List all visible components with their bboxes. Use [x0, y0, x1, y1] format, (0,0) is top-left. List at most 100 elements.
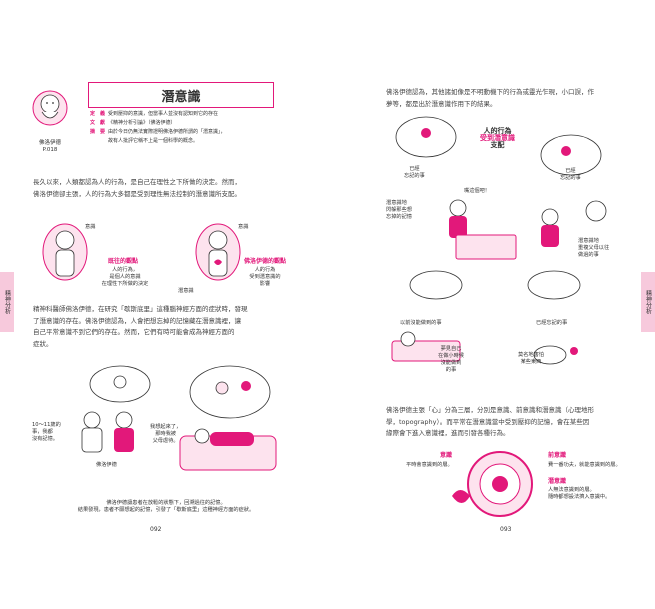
definition-row: 定 義受到壓抑的意識，但當事人並沒有認知到它的存在: [90, 110, 274, 119]
label-freud-view: 佛洛伊德的觀點: [243, 258, 286, 265]
profile-page-ref: P.018: [42, 147, 58, 153]
forgot-right: 已經 忘記的事: [560, 168, 581, 182]
old-view-desc: 人的行為， 是個人的意識 在理性下所做的決定: [80, 267, 170, 288]
paragraph-line: 學，topography）。而平常在潛意識當中受到壓抑的記憶，會在某些因: [386, 417, 590, 426]
dream-left-label: 以前沒能做到的事: [400, 320, 442, 326]
text-line: 忘記的事: [404, 173, 425, 179]
label-unconscious-layer: 潛意識: [548, 478, 567, 485]
label-preconscious-layer: 前意識: [548, 452, 567, 459]
text-line: 的事: [445, 367, 457, 373]
text-line: 父母虐待。: [152, 438, 179, 444]
right-page: 精神分析 佛洛伊德認為，其他諸如像是不明動機下的行為或靈光乍現，小口誤，作 夢等…: [330, 0, 655, 609]
text-line: 已經: [409, 166, 420, 172]
freud-view-desc: 人的行為 受到潛意識的 影響: [232, 267, 298, 288]
text-line: 我想起來了，: [150, 424, 182, 430]
text-line: 隨時都想設法擠入意識中。: [548, 494, 611, 500]
paragraph-line: 佛洛伊德認為，其他諸如像是不明動機下的行為或靈光乍現，小口誤，作: [386, 88, 594, 96]
text-line: 忘掉的記憶: [386, 214, 412, 220]
paragraph-line: 症狀。: [33, 339, 53, 348]
profile-name-text: 佛洛伊德: [38, 140, 61, 146]
text-line: 已經: [565, 168, 576, 174]
side-tab-left: 精神分析: [0, 272, 14, 332]
definition-block: 定 義受到壓抑的意識，但當事人並沒有認知到它的存在 文 獻《精神分析引論》（佛洛…: [90, 110, 274, 146]
avoid-memory-text: 潛意識地 閃躲那些想 忘掉的記憶: [386, 200, 412, 221]
text-line: 人無法意識到的層。: [548, 487, 595, 493]
text-line: 潛意識地: [578, 238, 599, 244]
text-line: 沒能做到: [440, 360, 462, 366]
preconscious-desc: 費一番功夫，就能意識到的層。: [548, 462, 621, 468]
text-line: 重複父母以往: [578, 245, 610, 251]
definition-text: 受到壓抑的意識，但當事人並沒有認知到它的存在: [108, 111, 219, 117]
text-line: 10～11歲的: [32, 422, 61, 428]
desc-line: 人的行為: [254, 267, 276, 273]
forgot-left: 已經 忘記的事: [404, 166, 425, 180]
desc-line: 在理性下所做的決定: [101, 281, 149, 287]
freud-portrait-icon: [32, 90, 68, 126]
text-line: 莫名地害怕: [518, 352, 544, 358]
label-old-view: 既往的觀點: [107, 258, 138, 265]
speech-bubble: 嘴這個吧！: [464, 188, 490, 194]
text-line: 做過的事: [578, 252, 599, 258]
behavior-paragraph: 佛洛伊德認為，其他諸如像是不明動機下的行為或靈光乍現，小口誤，作 夢等，都是出於…: [386, 87, 646, 110]
behavior-heading: 人的行為 受到潛意識 支配: [480, 128, 515, 149]
fear-text: 莫名地害怕 某些東西: [518, 352, 544, 366]
unconscious-desc: 人無法意識到的層。 隨時都想設法擠入意識中。: [548, 487, 610, 501]
definition-label: 摘 要: [90, 129, 106, 135]
topography-paragraph: 佛洛伊德主張「心」分為三層，分別是意識、前意識和潛意識（心理地形 學，topog…: [386, 405, 648, 440]
hysteria-paragraph: 精神科醫師佛洛伊德，在研究「歇斯底里」這種腦神經方面的症狀時，發現 了潛意識的存…: [33, 304, 295, 350]
desc-line: 人的行為，: [112, 267, 138, 273]
left-page: 精神分析 佛洛伊德 P.018 潛意識 定 義受到壓抑的意識，但當事人並沒有認知…: [0, 82, 298, 533]
caption-line: 結果發現，患者不願想起的記憶，引發了「歇斯底里」這種神經方面的症狀。: [77, 507, 255, 513]
concept-title: 潛意識: [88, 82, 274, 108]
desc-line: 受到潛意識的: [249, 274, 281, 280]
desc-line: 影響: [259, 281, 271, 287]
paragraph-line: 夢等，都是出於潛意識作用下的結果。: [386, 99, 497, 108]
label-conscious-left: 意識: [85, 224, 96, 230]
dream-text: 夢見自己 在做小時候 沒能做到 的事: [438, 346, 464, 374]
heading-line: 受到潛意識: [480, 134, 515, 142]
intro-paragraph: 長久以來，人類都認為人的行為，是自己在理性之下所做的決定。然而， 佛洛伊德卻主張…: [33, 177, 293, 200]
text-line: 沒有記憶。: [32, 436, 58, 442]
text-line: 事，我都: [32, 429, 53, 435]
definition-row: 摘 要由於今日仍無法實際證明佛洛伊德所謂的「潛意識」，: [90, 128, 274, 137]
paragraph-line: 自己平常意識不到它們的存在。然而，它們有時可能會成為神經方面的: [33, 328, 235, 336]
definition-text: 《精神分析引論》（佛洛伊德）: [108, 120, 176, 126]
desc-line: 是個人的意識: [109, 274, 141, 280]
definition-label: 定 義: [90, 111, 106, 117]
definition-label: 文 獻: [90, 120, 106, 126]
paragraph-line: 佛洛伊德卻主張，人的行為大多都是受到理性無法控制的潛意識所支配。: [33, 189, 241, 198]
paragraph-line: 了潛意識的存在。佛洛伊德認為，人會把想忘掉的記憶藏在潛意識裡，讓: [33, 316, 241, 325]
dream-right-label: 已經忘記的事: [536, 320, 568, 326]
paragraph-line: 長久以來，人類都認為人的行為，是自己在理性之下所做的決定。然而，: [33, 178, 241, 186]
paragraph-line: 佛洛伊德主張「心」分為三層，分別是意識、前意識和潛意識（心理地形: [386, 406, 594, 414]
label-freud-fig2: 佛洛伊德: [96, 462, 117, 468]
label-unconscious: 潛意識: [178, 288, 194, 294]
label-conscious-right: 意識: [238, 224, 249, 230]
heading-line: 人的行為: [483, 127, 512, 135]
repeat-parents-text: 潛意識地 重複父母以往 做過的事: [578, 238, 609, 259]
heading-line: 支配: [490, 141, 505, 149]
text-line: 閃躲那些想: [386, 207, 412, 213]
page-number-left: 092: [150, 526, 162, 533]
viewpoint-illustration: [42, 223, 241, 281]
label-conscious-layer: 意識: [440, 452, 453, 459]
paragraph-line: 緣際會下進入意識裡，進而引發各種行為。: [386, 429, 510, 437]
text-line: 夢見自己: [440, 346, 462, 352]
mind-layers-diagram: [452, 451, 533, 517]
profile-name: 佛洛伊德 P.018: [26, 140, 74, 154]
text-line: 在做小時候: [438, 353, 464, 359]
page-number-right: 093: [500, 526, 512, 533]
caption-line: 佛洛伊德讓患者在放鬆的狀態下，回溯過往的記憶。: [106, 500, 226, 506]
concept-header: 佛洛伊德 P.018 潛意識 定 義受到壓抑的意識，但當事人並沒有認知到它的存在…: [26, 82, 274, 156]
therapy-caption: 佛洛伊德讓患者在放鬆的狀態下，回溯過往的記憶。 結果發現，患者不願想起的記憶，引…: [36, 500, 296, 514]
definition-text: 故有人批評它稱不上是一個科學的概念。: [108, 138, 199, 144]
child-memory-text: 10～11歲的 事，我都 沒有記憶。: [32, 422, 61, 443]
text-line: 某些東西: [520, 359, 542, 365]
patient-speech: 我想起來了， 那時我被 父母虐待。: [150, 424, 181, 445]
text-line: 忘記的事: [560, 175, 581, 181]
conscious-desc: 平時會意識到的層。: [406, 462, 453, 468]
side-tab-right: 精神分析: [641, 272, 655, 332]
definition-text: 由於今日仍無法實際證明佛洛伊德所謂的「潛意識」，: [108, 129, 226, 135]
avatar: 佛洛伊德 P.018: [26, 82, 74, 156]
definition-row: 文 獻《精神分析引論》（佛洛伊德）: [90, 119, 274, 128]
